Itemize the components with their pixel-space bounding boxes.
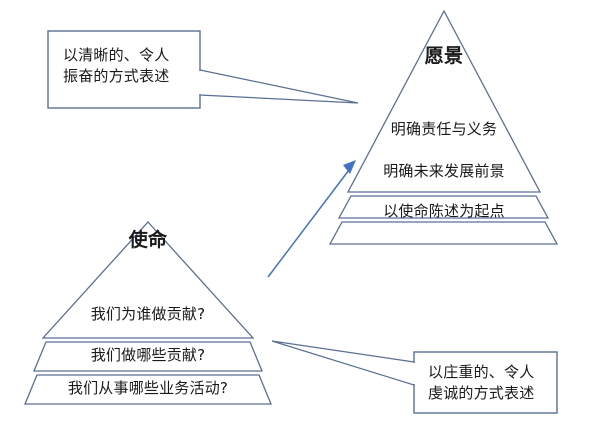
vision-pyramid-title: 愿景 <box>424 45 464 67</box>
vision-callout-tail <box>199 69 359 104</box>
vision-callout-box[interactable] <box>47 30 201 109</box>
mission-pyramid-row-3: 我们从事哪些业务活动? <box>67 379 229 397</box>
vision-pyramid-row-3: 以使命陈述为起点 <box>383 202 505 220</box>
vision-pyramid-tier-3-shape[interactable] <box>328 221 559 245</box>
mission-pyramid-tier-2-shape[interactable] <box>33 341 263 372</box>
vision-pyramid-row-2: 明确未来发展前景 <box>383 162 505 180</box>
mission-pyramid-title: 使命 <box>128 229 168 251</box>
vision-callout-text: 以清晰的、令人 振奋的方式表述 <box>63 46 170 86</box>
vision-pyramid-tier-2-shape[interactable] <box>337 195 550 219</box>
mission-pyramid-tier-1-shape[interactable] <box>41 221 255 339</box>
mission-pyramid-row-1: 我们为谁做贡献? <box>90 305 206 323</box>
mission-callout-tail <box>271 340 415 386</box>
mission-to-vision-arrow-line <box>267 165 353 278</box>
mission-callout-box[interactable] <box>413 351 558 414</box>
vision-pyramid-tier-1-shape[interactable] <box>346 9 542 193</box>
vision-pyramid-row-1: 明确责任与义务 <box>390 120 498 138</box>
mission-pyramid-row-2: 我们做哪些贡献? <box>90 346 206 364</box>
mission-pyramid-tier-3-shape[interactable] <box>24 374 272 405</box>
mission-callout-text: 以庄重的、令人 虔诚的方式表述 <box>428 363 535 403</box>
mission-to-vision-arrow-head <box>343 160 356 174</box>
